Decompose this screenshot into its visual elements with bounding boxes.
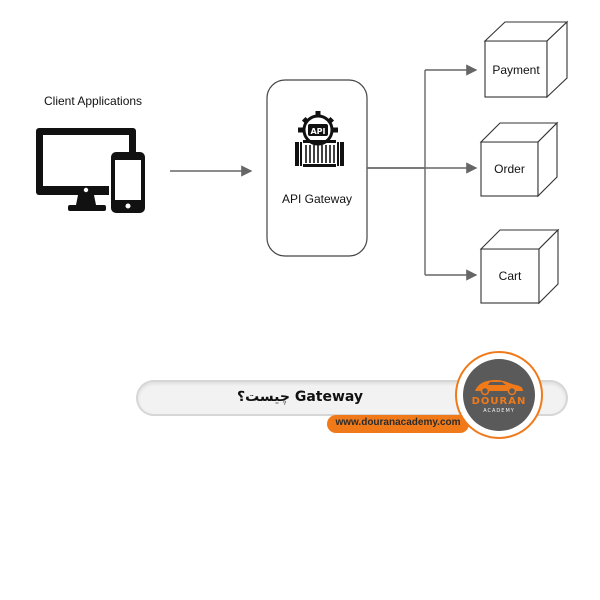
gateway-label: API Gateway: [281, 192, 353, 206]
logo-subtitle: ACADEMY: [483, 408, 515, 414]
gateway-box: [266, 79, 368, 257]
service-label-payment: Payment: [492, 63, 540, 77]
client-applications-label: Client Applications: [44, 94, 143, 108]
gateway-badge-text: API: [310, 127, 325, 136]
douran-logo-icon: [463, 359, 535, 431]
service-cube-payment: [483, 20, 569, 99]
logo-wordmark: DOURAN: [471, 396, 527, 407]
smartphone-icon: [109, 152, 147, 215]
logo-car-icon: [475, 380, 523, 396]
url-bar: [327, 415, 469, 433]
website-url: www.douranacademy.com: [335, 417, 461, 428]
gateway-to-services-connectors: [367, 64, 478, 281]
service-cube-cart: [479, 228, 560, 305]
service-label-order: Order: [494, 162, 525, 176]
api-gateway-icon: [295, 111, 344, 167]
banner-title: Gateway چیست؟: [236, 389, 364, 405]
service-cube-order: [479, 121, 559, 198]
service-label-cart: Cart: [498, 269, 522, 283]
